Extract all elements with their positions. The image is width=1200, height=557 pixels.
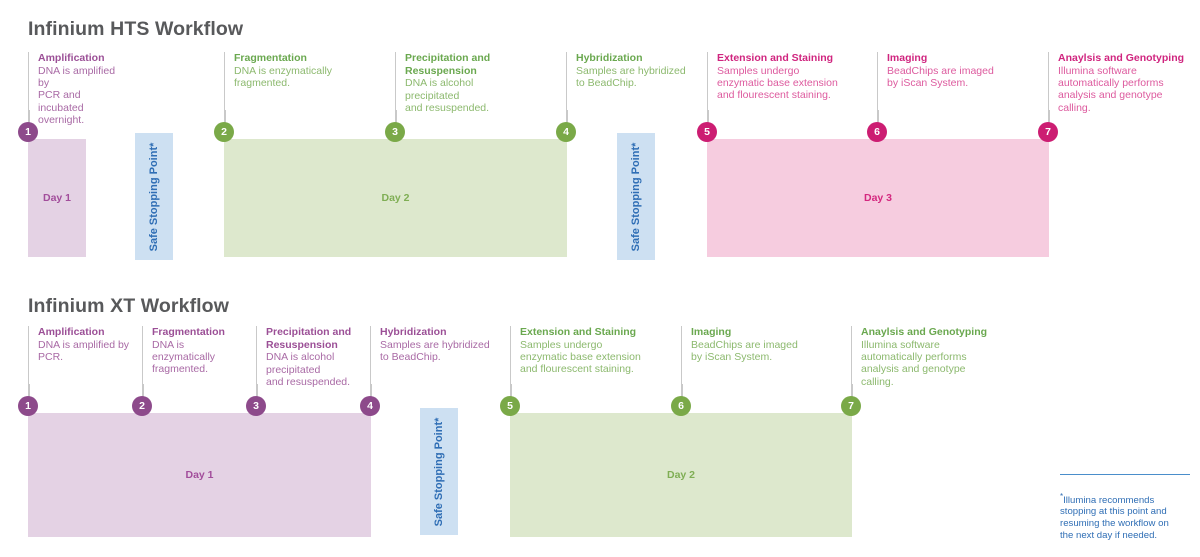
- xt-section-title: Infinium XT Workflow: [28, 295, 229, 317]
- hts-step-circle-4[interactable]: 4: [556, 122, 576, 142]
- xt-safe-stopping-point-1: Safe Stopping Point*: [420, 408, 458, 535]
- hts-step-circle-2[interactable]: 2: [214, 122, 234, 142]
- xt-step-circle-6[interactable]: 6: [671, 396, 691, 416]
- hts-step-circle-6[interactable]: 6: [867, 122, 887, 142]
- hts-day-3-label: Day 3: [863, 192, 893, 204]
- hts-step-circle-5[interactable]: 5: [697, 122, 717, 142]
- xt-step-3-title: Precipitation and Resuspension: [266, 326, 352, 351]
- xt-step-1: Amplification DNA is amplified by PCR.: [28, 326, 133, 406]
- hts-step-6-title: Imaging: [887, 52, 928, 64]
- xt-step-circle-4[interactable]: 4: [360, 396, 380, 416]
- xt-step-1-desc: DNA is amplified by PCR.: [38, 338, 130, 363]
- hts-step-1-desc: DNA is amplified by PCR and incubated ov…: [38, 64, 116, 127]
- xt-step-4-desc: Samples are hybridized to BeadChip.: [380, 338, 490, 363]
- xt-step-7-desc: Illumina software automatically performs…: [861, 338, 967, 388]
- hts-step-7: Anaylsis and Genotyping Illumina softwar…: [1048, 52, 1198, 132]
- hts-step-7-title: Anaylsis and Genotyping: [1058, 52, 1185, 64]
- hts-step-3-desc: DNA is alcohol precipitated and resuspen…: [405, 77, 490, 114]
- hts-day-2-block: Day 2: [224, 139, 567, 257]
- hts-step-1: Amplification DNA is amplified by PCR an…: [28, 52, 128, 132]
- xt-step-5: Extension and Staining Samples undergo e…: [510, 326, 675, 406]
- xt-step-7-title: Anaylsis and Genotyping: [861, 326, 988, 338]
- xt-step-4-title: Hybridization: [380, 326, 447, 338]
- hts-safe-stopping-point-1: Safe Stopping Point*: [135, 133, 173, 260]
- hts-step-2-title: Fragmentation: [234, 52, 307, 64]
- hts-day-2-label: Day 2: [381, 192, 410, 204]
- hts-day-3-block: Day 3: [707, 139, 1049, 257]
- hts-day-1-label: Day 1: [42, 192, 72, 204]
- xt-step-circle-5[interactable]: 5: [500, 396, 520, 416]
- hts-step-4-title: Hybridization: [576, 52, 643, 64]
- hts-step-5: Extension and Staining Samples undergo e…: [707, 52, 867, 132]
- xt-step-2: Fragmentation DNA is enzymatically fragm…: [142, 326, 250, 406]
- xt-step-3: Precipitation and Resuspension DNA is al…: [256, 326, 364, 406]
- xt-step-circle-3[interactable]: 3: [246, 396, 266, 416]
- xt-day-2-label: Day 2: [666, 469, 696, 481]
- xt-step-6: Imaging BeadChips are imaged by iScan Sy…: [681, 326, 841, 406]
- hts-step-circle-7[interactable]: 7: [1038, 122, 1058, 142]
- footnote-marker: *: [1060, 491, 1064, 501]
- xt-step-6-desc: BeadChips are imaged by iScan System.: [691, 338, 798, 363]
- xt-step-4: Hybridization Samples are hybridized to …: [370, 326, 510, 406]
- hts-step-5-title: Extension and Staining: [717, 52, 834, 64]
- xt-step-2-title: Fragmentation: [152, 326, 225, 338]
- xt-day-2-block: Day 2: [510, 413, 852, 537]
- xt-step-5-desc: Samples undergo enzymatic base extension…: [520, 338, 641, 376]
- hts-safe-stopping-point-1-label: Safe Stopping Point*: [148, 142, 160, 251]
- xt-step-circle-7[interactable]: 7: [841, 396, 861, 416]
- hts-step-5-desc: Samples undergo enzymatic base extension…: [717, 64, 838, 102]
- hts-step-3-title: Precipitation and Resuspension: [405, 52, 491, 77]
- hts-safe-stopping-point-2: Safe Stopping Point*: [617, 133, 655, 260]
- hts-step-circle-1[interactable]: 1: [18, 122, 38, 142]
- hts-step-1-title: Amplification: [38, 52, 105, 64]
- xt-step-2-desc: DNA is enzymatically fragmented.: [152, 338, 216, 376]
- hts-step-3: Precipitation and Resuspension DNA is al…: [395, 52, 555, 132]
- hts-section-title: Infinium HTS Workflow: [28, 18, 244, 40]
- xt-step-circle-2[interactable]: 2: [132, 396, 152, 416]
- hts-step-circle-3[interactable]: 3: [385, 122, 405, 142]
- xt-step-7: Anaylsis and Genotyping Illumina softwar…: [851, 326, 1011, 406]
- hts-step-6: Imaging BeadChips are imaged by iScan Sy…: [877, 52, 1037, 132]
- xt-step-circle-1[interactable]: 1: [18, 396, 38, 416]
- hts-step-6-desc: BeadChips are imaged by iScan System.: [887, 64, 994, 89]
- hts-safe-stopping-point-2-label: Safe Stopping Point*: [630, 142, 642, 251]
- xt-day-1-label: Day 1: [185, 469, 214, 481]
- hts-step-2: Fragmentation DNA is enzymatically fragm…: [224, 52, 374, 132]
- xt-step-1-title: Amplification: [38, 326, 105, 338]
- hts-step-7-desc: Illumina software automatically performs…: [1058, 64, 1164, 114]
- hts-day-1-block: Day 1: [28, 139, 86, 257]
- hts-step-4: Hybridization Samples are hybridized to …: [566, 52, 706, 132]
- footnote: *Illumina recommends stopping at this po…: [1060, 474, 1190, 541]
- xt-step-3-desc: DNA is alcohol precipitated and resuspen…: [266, 351, 351, 388]
- xt-safe-stopping-point-1-label: Safe Stopping Point*: [433, 417, 445, 526]
- xt-day-1-block: Day 1: [28, 413, 371, 537]
- xt-step-6-title: Imaging: [691, 326, 732, 338]
- hts-step-4-desc: Samples are hybridized to BeadChip.: [576, 64, 686, 89]
- footnote-text: Illumina recommends stopping at this poi…: [1060, 494, 1169, 541]
- hts-step-2-desc: DNA is enzymatically fragmented.: [234, 64, 333, 89]
- xt-step-5-title: Extension and Staining: [520, 326, 637, 338]
